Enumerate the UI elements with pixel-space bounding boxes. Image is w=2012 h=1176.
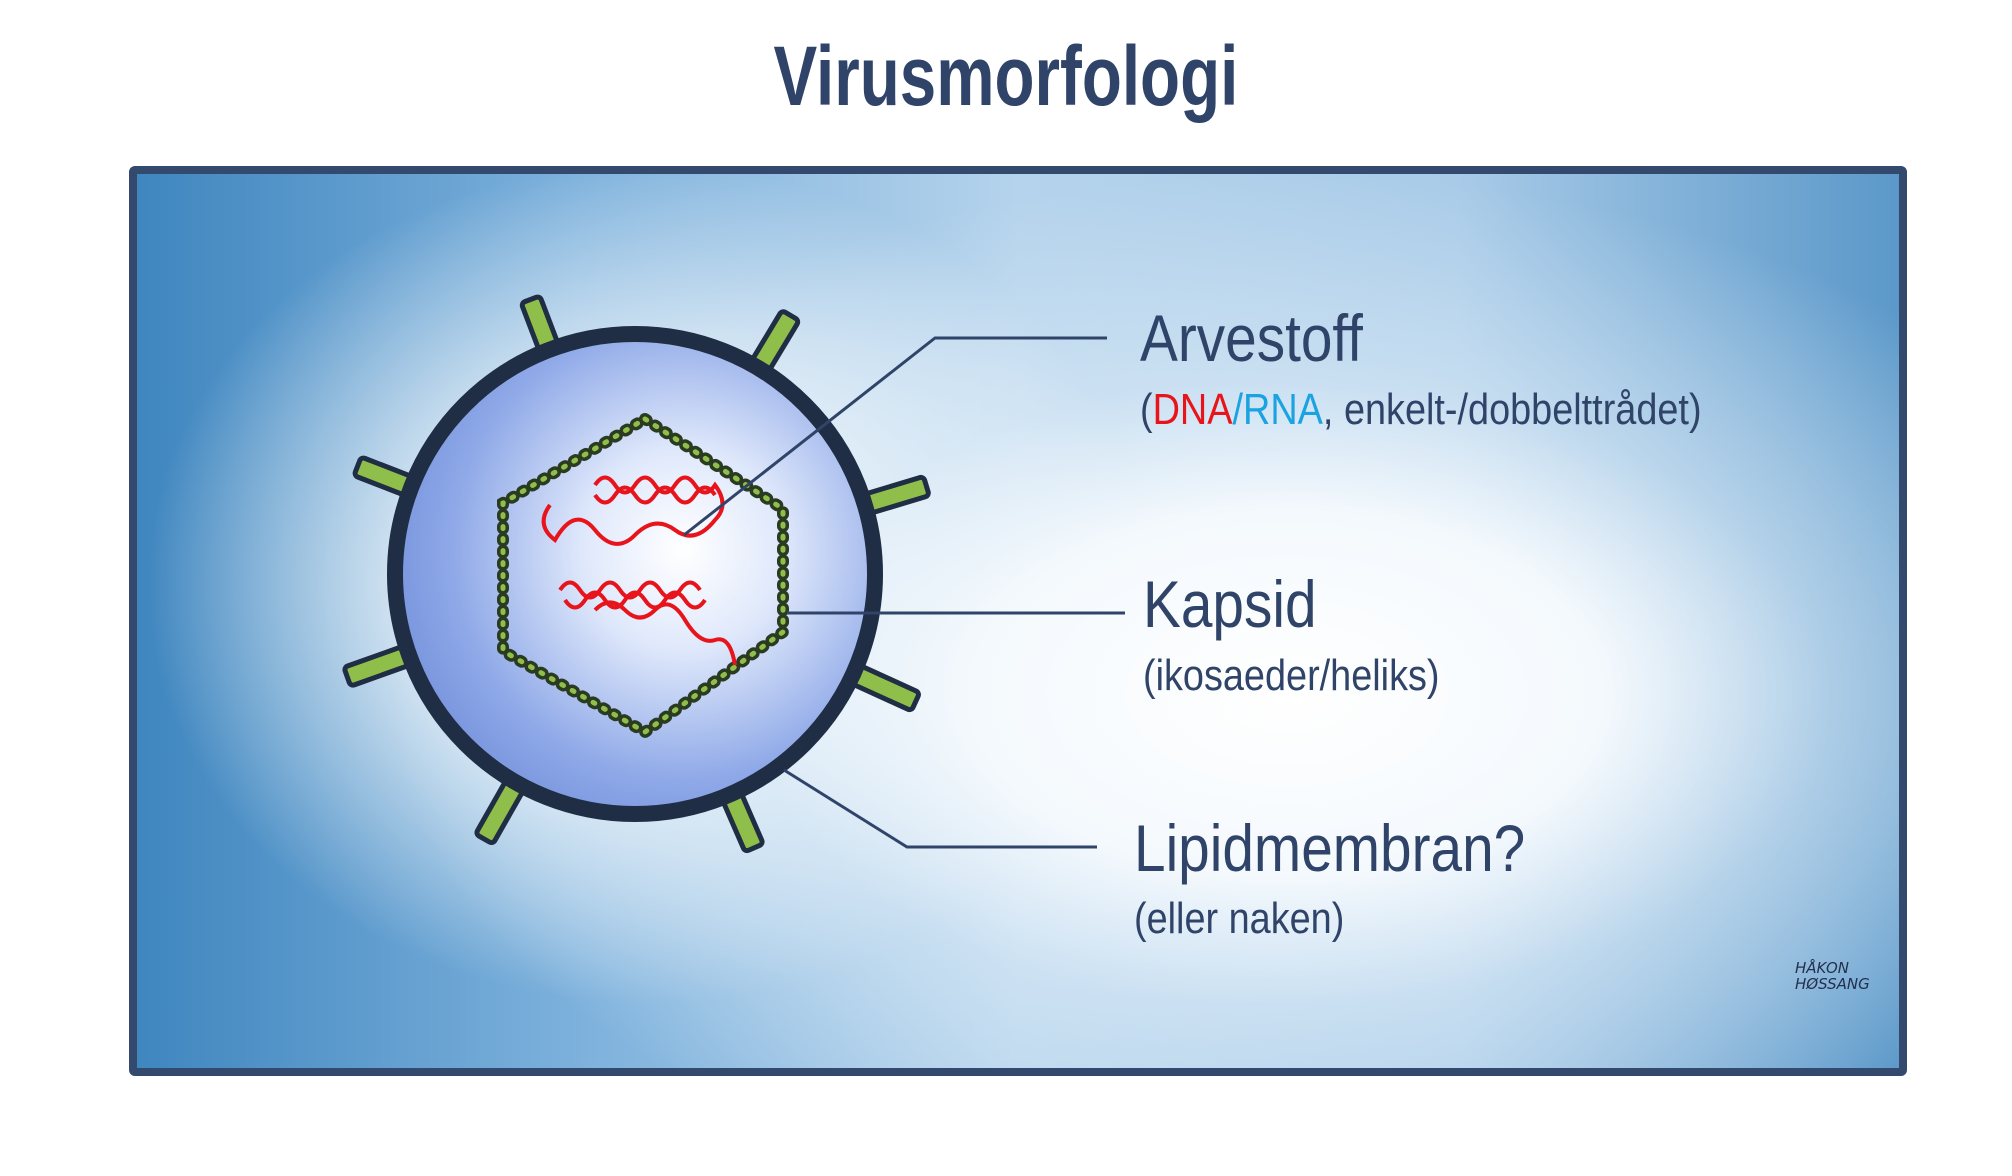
arvestoff-heading: Arvestoff [1140, 301, 1363, 375]
lipidmembran-description: (eller naken) [1134, 894, 1345, 943]
signature-line2: HØSSANG [1795, 975, 1870, 993]
genome-helix [541, 475, 737, 666]
arvestoff-pointer [683, 336, 1107, 537]
paren-open: ( [1140, 385, 1153, 434]
page-title: Virusmorfologi [773, 29, 1239, 123]
signature-line1: HÅKON [1795, 959, 1850, 977]
pointer-lines [683, 336, 1125, 849]
rna-label: RNA [1243, 385, 1323, 434]
lipidmembran-heading: Lipidmembran? [1134, 811, 1526, 885]
lipidmembran-pointer [783, 768, 1097, 849]
lipid-membrane [387, 326, 883, 822]
kapsid-description: (ikosaeder/heliks) [1143, 651, 1440, 700]
arvestoff-description: (DNA/RNA, enkelt-/dobbelttrådet) [1140, 385, 1702, 435]
strand-text: , enkelt-/dobbelttrådet) [1322, 385, 1702, 434]
slash: / [1232, 385, 1244, 434]
kapsid-heading: Kapsid [1143, 567, 1317, 641]
dna-label: DNA [1152, 385, 1233, 434]
